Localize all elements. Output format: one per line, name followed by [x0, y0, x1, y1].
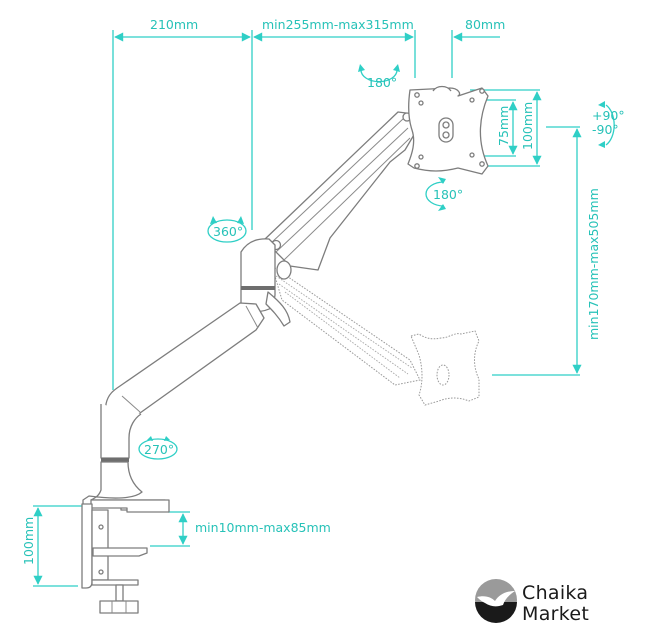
clamp-dimension-lines — [33, 505, 190, 587]
svg-text:360°: 360° — [213, 224, 243, 239]
rotation-ellipse-icon — [207, 219, 247, 243]
rotation-swivel-180: 180° — [358, 64, 400, 90]
rotation-arrowheads-icon — [210, 216, 244, 224]
logo-line-2: Market — [522, 603, 590, 625]
height-dimension-lines — [492, 126, 582, 376]
logo-line-1: Chaika — [522, 582, 589, 604]
rotation-base-270: 270° — [138, 436, 178, 460]
pole-and-base — [82, 404, 170, 513]
rotation-arrowheads-icon — [147, 436, 170, 441]
rotation-tilt-180: 180° — [425, 177, 463, 211]
elbow-joint — [240, 238, 292, 327]
rotation-screen-90: +90° -90° — [592, 101, 625, 148]
svg-text:+90°: +90° — [592, 108, 625, 123]
dim-label-75: 75mm — [496, 106, 511, 146]
svg-text:270°: 270° — [144, 442, 174, 457]
dim-label-210: 210mm — [150, 17, 198, 32]
clamp-knob — [99, 600, 139, 614]
rotation-arc-icon — [360, 69, 398, 83]
upper-arm — [263, 111, 419, 271]
dim-label-desk: min10mm-max85mm — [195, 520, 331, 535]
rotation-arc-icon — [425, 181, 445, 207]
dim-label-255-315: min255mm-max315mm — [262, 17, 414, 32]
vesa-head — [407, 85, 489, 175]
rotation-arrowheads-icon — [598, 101, 605, 148]
rotation-arc-icon — [605, 104, 615, 146]
clamp-pressure-plate — [92, 547, 148, 557]
rotation-ellipse-icon — [138, 438, 178, 460]
upper-arm-lowered-ghost — [271, 264, 480, 406]
svg-text:180°: 180° — [433, 187, 463, 202]
svg-text:180°: 180° — [367, 75, 397, 90]
svg-text:-90°: -90° — [592, 122, 619, 137]
logo-badge — [475, 579, 517, 623]
dim-label-100-vesa: 100mm — [520, 102, 535, 150]
lower-arm — [105, 302, 265, 461]
dim-label-clamp-100: 100mm — [21, 517, 36, 565]
rotation-arrowheads-icon — [358, 64, 400, 72]
dim-label-80: 80mm — [465, 17, 505, 32]
desk-clamp — [81, 503, 148, 614]
dim-label-height: min170mm-max505mm — [586, 188, 601, 340]
top-dimension-lines — [112, 30, 500, 390]
seagull-icon — [477, 591, 515, 607]
rotation-elbow-360: 360° — [207, 216, 247, 243]
logo-wordmark: Chaika Market — [522, 583, 589, 625]
